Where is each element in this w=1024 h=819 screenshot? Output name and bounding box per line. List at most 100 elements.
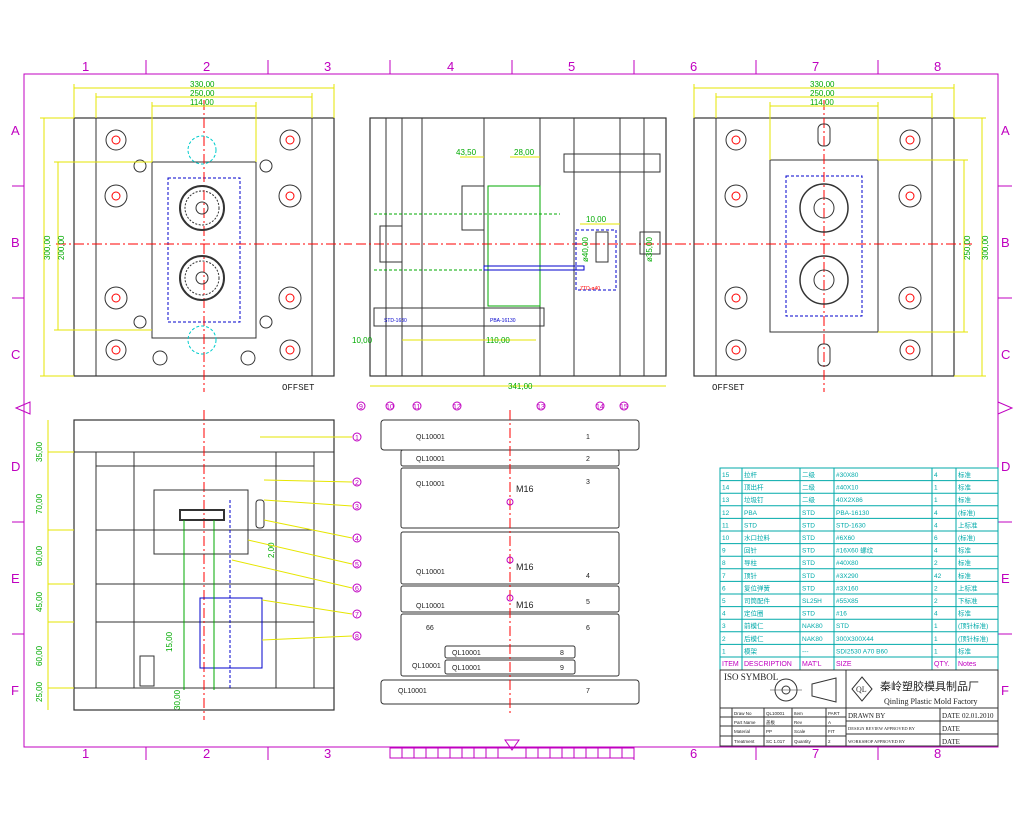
mid-callout-15: 15 (620, 404, 628, 411)
bom-cell: PBA (744, 510, 758, 517)
info-material-value: PP (766, 729, 772, 734)
bom-cell: PBA-16130 (836, 510, 870, 517)
bom-cell: 1 (934, 485, 938, 492)
bl-callout-5: 5 (355, 562, 359, 569)
bom-cell: 6 (722, 585, 726, 592)
mid-callout-12: 12 (453, 404, 461, 411)
plate-6-num: 6 (586, 625, 590, 632)
bom-cell: 6 (934, 535, 938, 542)
info-treatment-label: Treatment (734, 739, 755, 744)
bl-callout-6: 6 (355, 586, 359, 593)
grid-row-a-left: A (11, 123, 20, 138)
bom-cell: 4 (722, 611, 726, 618)
bom-cell: 司筒配件 (744, 596, 771, 605)
mid-dim-10-bottom: 10,00 (352, 336, 373, 345)
tr-dim-side-250: 250,00 (963, 235, 972, 260)
workshop-label: WORKSHOP APPROVED BY (848, 739, 906, 744)
bl-dim-15: 15,00 (165, 631, 174, 652)
mid-dim-10: 10,00 (586, 215, 607, 224)
mid-tag-ztd: ZTD-ø40 (580, 286, 600, 292)
info-rev-label: Rev (794, 720, 803, 725)
bom-cell: 标准 (958, 546, 972, 555)
plate-4-mark: M16 (516, 562, 534, 572)
mid-dim-phi35: ø35,00 (645, 237, 654, 262)
grid-col-1-bottom: 1 (82, 746, 89, 761)
mid-dim-43-50: 43,50 (456, 148, 477, 157)
grid-row-b-right: B (1001, 235, 1010, 250)
plate-2-num: 2 (586, 456, 590, 463)
iso-symbol-label: ISO SYMBOL (724, 672, 778, 682)
bom-cell: #3X160 (836, 585, 859, 592)
drawn-by-label: DRAWN BY (848, 712, 885, 720)
bom-cell: STD (802, 510, 815, 517)
bom-cell: 2 (934, 598, 938, 605)
plate-5-code: QL10001 (416, 603, 445, 610)
bom-cell: 1 (934, 623, 938, 630)
bl-dim-45: 45,00 (35, 591, 44, 612)
date-label-1: DATE (942, 712, 960, 720)
bl-dim-30: 30,00 (173, 689, 182, 710)
grid-col-2-top: 2 (203, 59, 210, 74)
bom-cell: #30X80 (836, 472, 859, 479)
plate-3-mark: M16 (516, 484, 534, 494)
bom-cell: 8 (722, 560, 726, 567)
bom-cell: 顶针 (744, 571, 758, 580)
bom-cell: 1 (934, 648, 938, 655)
bom-cell: 模架 (744, 646, 758, 655)
bom-cell: 后模仁 (744, 634, 764, 643)
bom-cell: 二级 (802, 495, 816, 504)
mid-dim-28: 28,00 (514, 148, 535, 157)
bom-cell: 定位圈 (744, 609, 764, 618)
bl-callout-8: 8 (355, 634, 359, 641)
top-right-plan-view: 330,00 250,00 114,00 250,00 300,00 OFFSE… (676, 80, 990, 393)
plate-8-code: QL10001 (452, 650, 481, 657)
bom-cell: 回针 (744, 546, 758, 555)
company-name-cn: 秦岭塑胶模具制品厂 (880, 679, 979, 693)
grid-row-a-right: A (1001, 123, 1010, 138)
grid-row-d-left: D (11, 459, 20, 474)
plate-7-code: QL10001 (398, 688, 427, 695)
bom-cell: 10 (722, 535, 730, 542)
bom-cell: 42 (934, 573, 942, 580)
bottom-left-side-section: 35,00 70,00 60,00 45,00 60,00 25,00 15,0… (35, 410, 362, 720)
plate-9-num: 9 (560, 665, 564, 672)
grid-row-c-right: C (1001, 347, 1010, 362)
bom-cell: 3 (722, 623, 726, 630)
mid-callout-14: 14 (596, 404, 604, 411)
grid-col-3-bottom: 3 (324, 746, 331, 761)
bom-cell: 15 (722, 472, 730, 479)
bl-dim-25: 25,00 (35, 681, 44, 702)
bom-cell: 标准 (958, 495, 972, 504)
bom-cell: #40X80 (836, 560, 859, 567)
info-scale-value: FIT (828, 729, 835, 734)
bom-cell: STD (802, 535, 815, 542)
bom-cell: 12 (722, 510, 730, 517)
plate-9-code: QL10001 (452, 665, 481, 672)
bom-cell: STD (802, 573, 815, 580)
grid-row-e-right: E (1001, 571, 1010, 586)
bom-cell: SL25H (802, 598, 822, 605)
bl-dim-35: 35,00 (35, 441, 44, 462)
bom-cell: #16 (836, 611, 847, 618)
plate-4-code: QL10001 (416, 569, 445, 576)
bom-cell: 4 (934, 548, 938, 555)
drawing-frame (12, 60, 1014, 760)
bom-cell: 前模仁 (744, 621, 764, 630)
bom-cell: 二级 (802, 483, 816, 492)
tl-offset-label: OFFSET (282, 383, 315, 393)
plate-1-num: 1 (586, 434, 590, 441)
bom-cell: STD (802, 585, 815, 592)
bom-cell: NAK80 (802, 636, 823, 643)
grid-col-6-top: 6 (690, 59, 697, 74)
bom-cell: NAK80 (802, 623, 823, 630)
tl-dim-114: 114,00 (190, 98, 214, 107)
bom-cell: 标准 (958, 470, 972, 479)
mid-tag-pba: PBA-16130 (490, 318, 516, 324)
bom-header-cell: MAT'L (802, 661, 822, 668)
tl-dim-side-300: 300,00 (43, 235, 52, 260)
date-label-2: DATE (942, 725, 960, 733)
plate-4-num: 4 (586, 573, 590, 580)
grid-col-7-top: 7 (812, 59, 819, 74)
